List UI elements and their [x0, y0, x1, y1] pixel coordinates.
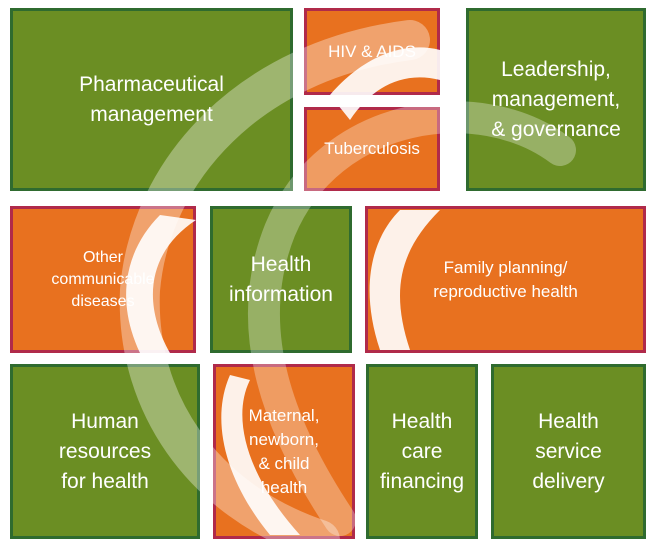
tile-maternal-newborn-child-health: Maternal, newborn, & child health: [213, 364, 355, 539]
tile-label: Health information: [229, 252, 333, 306]
tile-other-communicable-diseases: Other communicable diseases: [10, 206, 196, 353]
tile-pharmaceutical-management: Pharmaceutical management: [10, 8, 293, 191]
tile-tuberculosis: Tuberculosis: [304, 107, 440, 191]
tile-label: Maternal, newborn, & child health: [248, 405, 320, 497]
tile-label: Pharmaceutical management: [79, 72, 224, 126]
tile-label: Family planning/ reproductive health: [433, 257, 578, 301]
tile-health-information: Health information: [210, 206, 352, 353]
tile-hiv-aids: HIV & AIDS: [304, 8, 440, 95]
tile-label: Human resources for health: [58, 409, 152, 493]
tile-label: Tuberculosis: [324, 139, 420, 158]
tile-family-planning-reproductive-health: Family planning/ reproductive health: [365, 206, 646, 353]
tile-label: Health care financing: [379, 409, 465, 493]
tile-label: Other communicable diseases: [51, 248, 155, 310]
tile-label: Leadership, management, & governance: [491, 57, 621, 141]
tile-leadership-management-governance: Leadership, management, & governance: [466, 8, 646, 191]
tile-health-service-delivery: Health service delivery: [491, 364, 646, 539]
tile-human-resources-for-health: Human resources for health: [10, 364, 200, 539]
tile-health-care-financing: Health care financing: [366, 364, 478, 539]
tile-label: Health service delivery: [532, 409, 605, 493]
tile-label: HIV & AIDS: [328, 41, 416, 61]
